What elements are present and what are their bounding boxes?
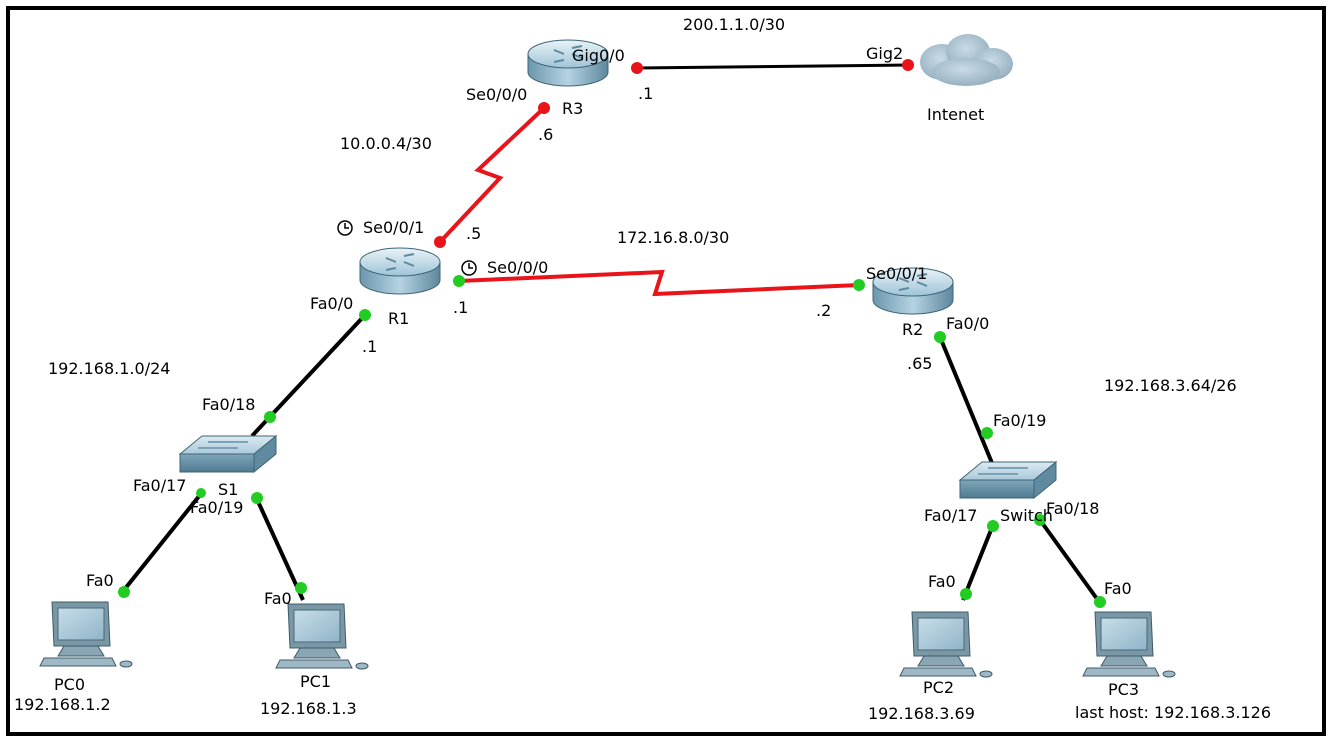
port-s1-fa17: Fa0/17: [133, 476, 186, 495]
label-pc3: PC3: [1108, 680, 1139, 699]
ip-pc0: 192.168.1.2: [14, 695, 111, 714]
port-s1-fa19-dot: [251, 492, 263, 504]
ip-pc1: 192.168.1.3: [260, 699, 357, 718]
network-lan3: 192.168.3.64/26: [1104, 376, 1237, 395]
host-r2-se: .2: [816, 301, 831, 320]
pc1-icon: [275, 603, 369, 670]
host-r3-se: .6: [538, 125, 553, 144]
network-r1-r2: 172.16.8.0/30: [617, 228, 729, 247]
port-internet-gig: Gig2: [866, 44, 903, 63]
link-sw2-pc3: [1038, 518, 1102, 605]
link-r1-r2-serial: [458, 269, 860, 297]
label-s1: S1: [218, 480, 238, 499]
port-sw2-fa19: Fa0/19: [993, 411, 1046, 430]
port-pc2-dot: [960, 588, 972, 600]
router-r1-icon: [359, 247, 441, 295]
switch-2-icon: [959, 461, 1057, 499]
pc3-icon: [1082, 611, 1176, 678]
port-pc3-dot: [1094, 596, 1106, 608]
host-r3-gig: .1: [638, 84, 653, 103]
port-r1-se00: Se0/0/0: [487, 258, 548, 277]
port-r3-gig-dot: [631, 62, 643, 74]
link-s1-pc1: [254, 496, 305, 601]
host-r1-se00: .1: [453, 298, 468, 317]
clock-icon: [337, 220, 353, 236]
port-s1-fa17-dot: [196, 488, 206, 498]
host-r1-se01: .5: [466, 224, 481, 243]
port-pc3: Fa0: [1104, 579, 1132, 598]
link-r1-r3-serial: [438, 106, 546, 244]
port-sw2-fa19-dot: [981, 427, 993, 439]
network-lan1: 192.168.1.0/24: [48, 359, 170, 378]
port-sw2-fa18-dot: [1034, 514, 1046, 526]
label-pc0: PC0: [54, 675, 85, 694]
pc2-icon: [899, 611, 993, 678]
port-s1-fa18-dot: [264, 411, 276, 423]
label-internet: Intenet: [927, 105, 984, 124]
link-sw2-pc2: [961, 524, 995, 601]
link-s1-pc0: [118, 493, 202, 597]
port-sw2-fa17-dot: [987, 520, 999, 532]
cloud-icon: [920, 34, 1013, 86]
port-r1-se01-dot: [434, 236, 446, 248]
port-r3-se-dot: [538, 102, 550, 114]
clock-icon: [461, 260, 477, 276]
port-s1-fa19: Fa0/19: [190, 498, 243, 517]
port-r1-se00-dot: [453, 275, 465, 287]
pc0-icon: [39, 601, 133, 668]
label-r1: R1: [388, 309, 409, 328]
label-pc2: PC2: [923, 678, 954, 697]
port-pc2: Fa0: [928, 572, 956, 591]
port-pc1-dot: [295, 582, 307, 594]
host-r1-fa: .1: [362, 337, 377, 356]
port-r2-se: Se0/0/1: [866, 264, 927, 283]
label-switch2: Switch: [1000, 506, 1053, 525]
port-r2-fa: Fa0/0: [946, 314, 989, 333]
network-r1-r3: 10.0.0.4/30: [340, 134, 432, 153]
port-r2-fa-dot: [934, 331, 946, 343]
network-r3-internet: 200.1.1.0/30: [683, 15, 785, 34]
link-r2-switch2: [938, 336, 994, 464]
port-r1-fa-dot: [359, 309, 371, 321]
label-pc1: PC1: [300, 672, 331, 691]
port-r3-gig: Gig0/0: [572, 46, 625, 65]
port-internet-gig-dot: [902, 59, 914, 71]
port-pc1: Fa0: [264, 589, 292, 608]
port-r1-se01: Se0/0/1: [363, 218, 424, 237]
port-sw2-fa18: Fa0/18: [1046, 499, 1099, 518]
label-r2: R2: [902, 320, 923, 339]
label-r3: R3: [562, 99, 583, 118]
port-r3-se: Se0/0/0: [466, 85, 527, 104]
host-r2-fa: .65: [907, 354, 932, 373]
port-s1-fa18: Fa0/18: [202, 395, 255, 414]
port-r2-se-dot: [853, 279, 865, 291]
port-r1-fa: Fa0/0: [310, 294, 353, 313]
ip-pc3: last host: 192.168.3.126: [1075, 703, 1271, 722]
switch-s1-icon: [179, 435, 277, 473]
port-pc0: Fa0: [86, 571, 114, 590]
link-r3-internet: [636, 63, 909, 70]
port-sw2-fa17: Fa0/17: [924, 506, 977, 525]
port-pc0-dot: [118, 586, 130, 598]
ip-pc2: 192.168.3.69: [868, 704, 975, 723]
